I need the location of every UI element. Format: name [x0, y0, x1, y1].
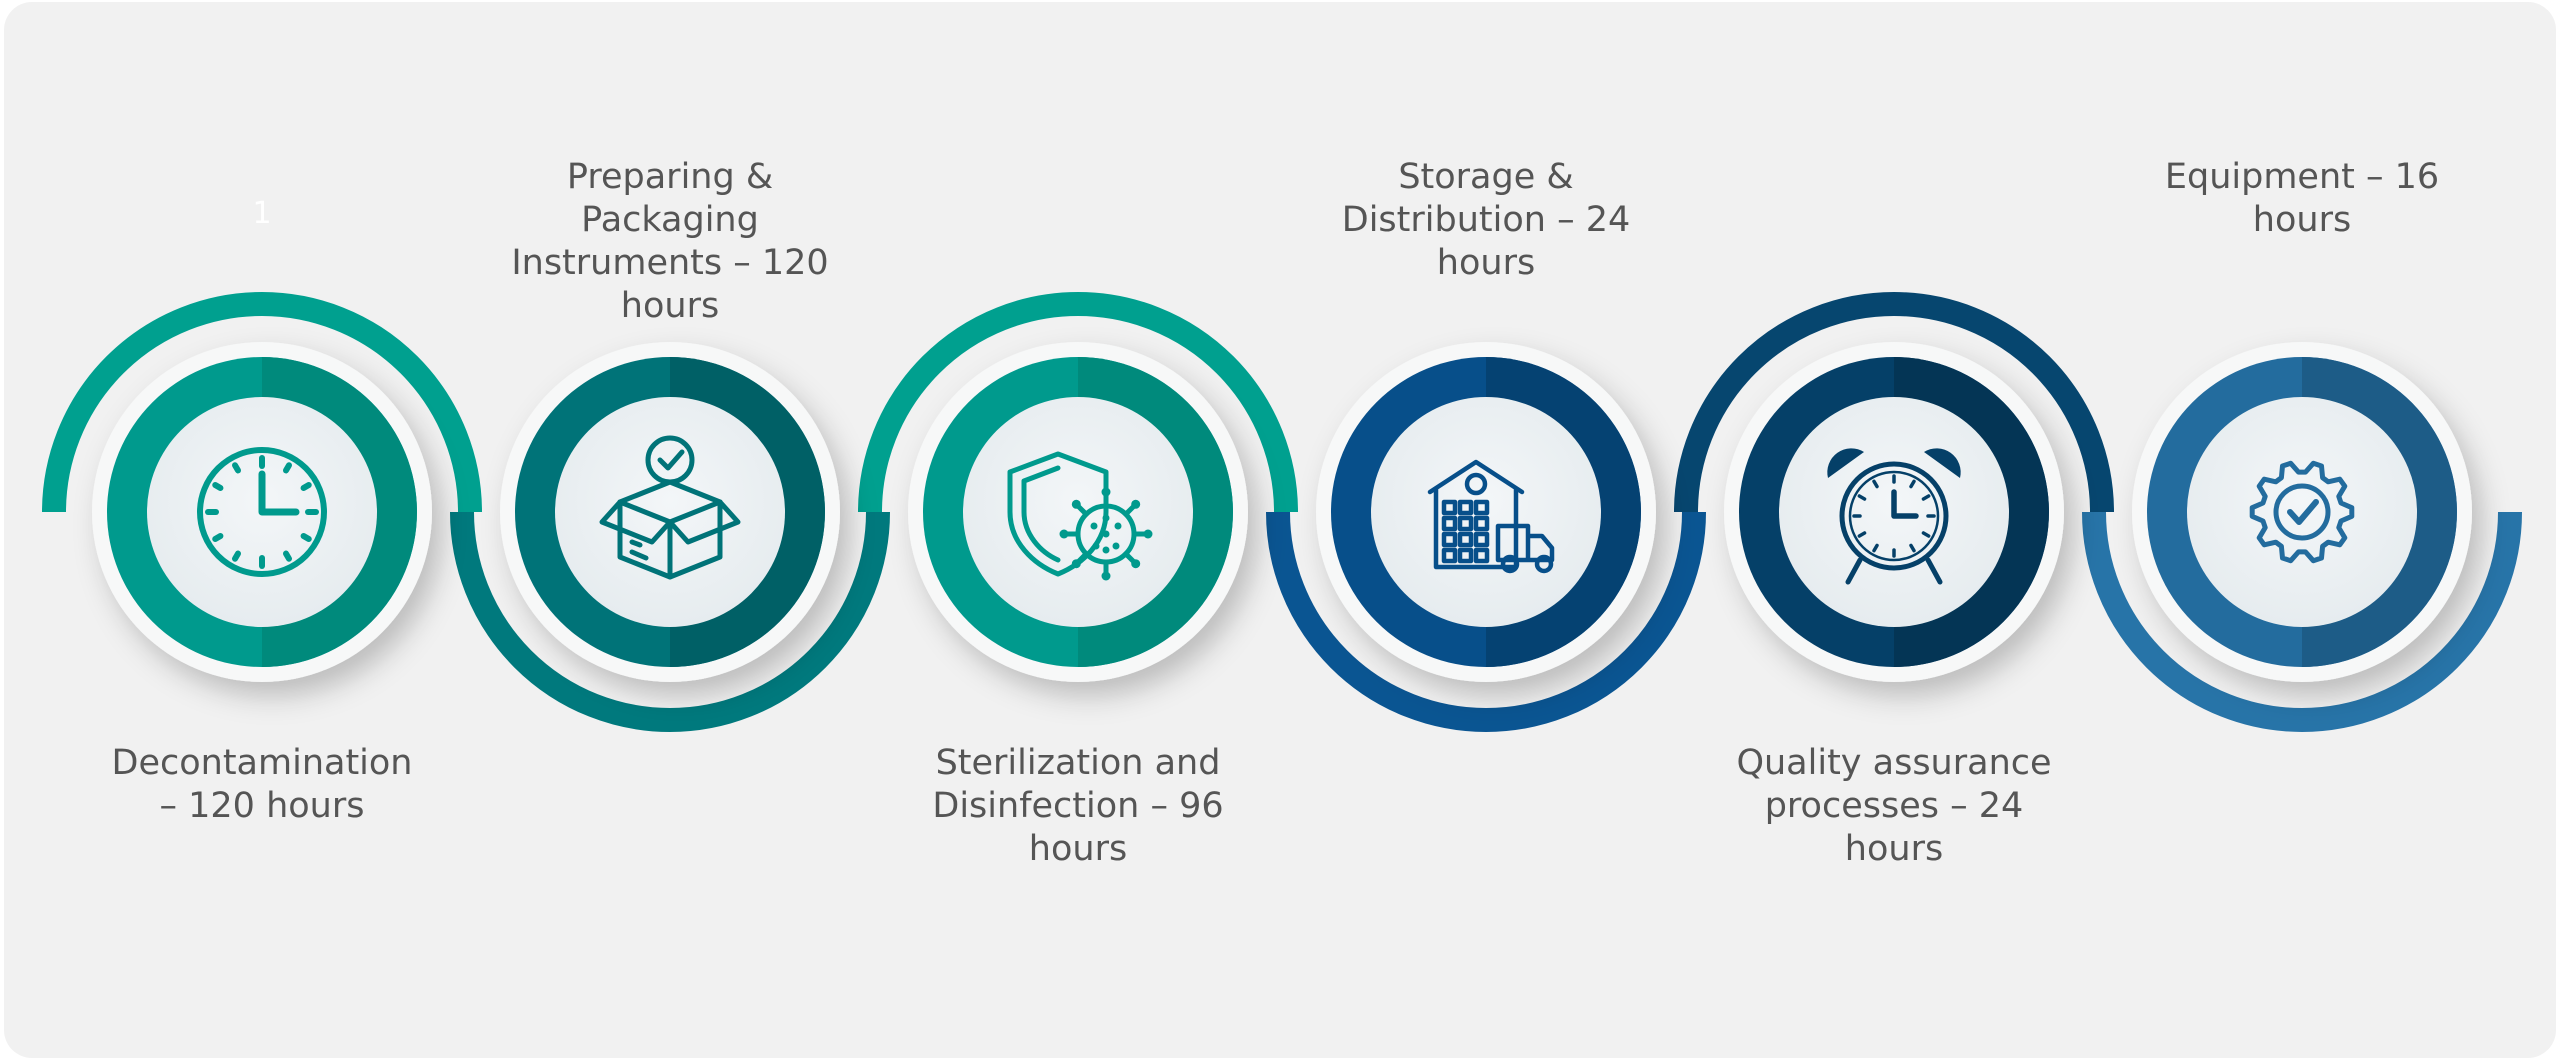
connector-arc	[2082, 511, 2522, 732]
warehouse-truck-icon	[1427, 459, 1555, 574]
step-label: Quality assurance processes – 24 hours	[1736, 743, 2052, 869]
step-node	[1724, 342, 2064, 682]
step-node	[1316, 342, 1656, 682]
clock-icon	[197, 447, 327, 577]
package-check-icon	[599, 435, 741, 580]
step-node	[908, 342, 1248, 682]
step-label: Decontamination – 120 hours	[111, 743, 413, 826]
shield-virus-icon	[1007, 451, 1153, 581]
step-label: Preparing & Packaging Instruments – 120 …	[511, 157, 829, 326]
node-inner-disc	[555, 397, 785, 627]
alarm-clock-icon	[1827, 448, 1961, 585]
node-inner-disc	[963, 397, 1193, 627]
step-label: Equipment – 16 hours	[2164, 157, 2440, 240]
connector-arc	[42, 292, 482, 513]
connector-arc	[1266, 511, 1706, 732]
connector-arc	[1674, 292, 2114, 513]
step-label: Storage & Distribution – 24 hours	[1341, 157, 1631, 283]
step-node	[2132, 342, 2472, 682]
step-nodes	[92, 342, 2472, 682]
connector-arc	[450, 511, 890, 732]
connector-arc	[858, 292, 1298, 513]
step-number: 1	[252, 196, 272, 231]
step-node	[92, 342, 432, 682]
node-inner-disc	[2187, 397, 2417, 627]
connector-arcs	[42, 292, 2522, 732]
step-label: Sterilization and Disinfection – 96 hour…	[932, 743, 1224, 869]
gear-check-icon	[2249, 460, 2355, 564]
step-node	[500, 342, 840, 682]
